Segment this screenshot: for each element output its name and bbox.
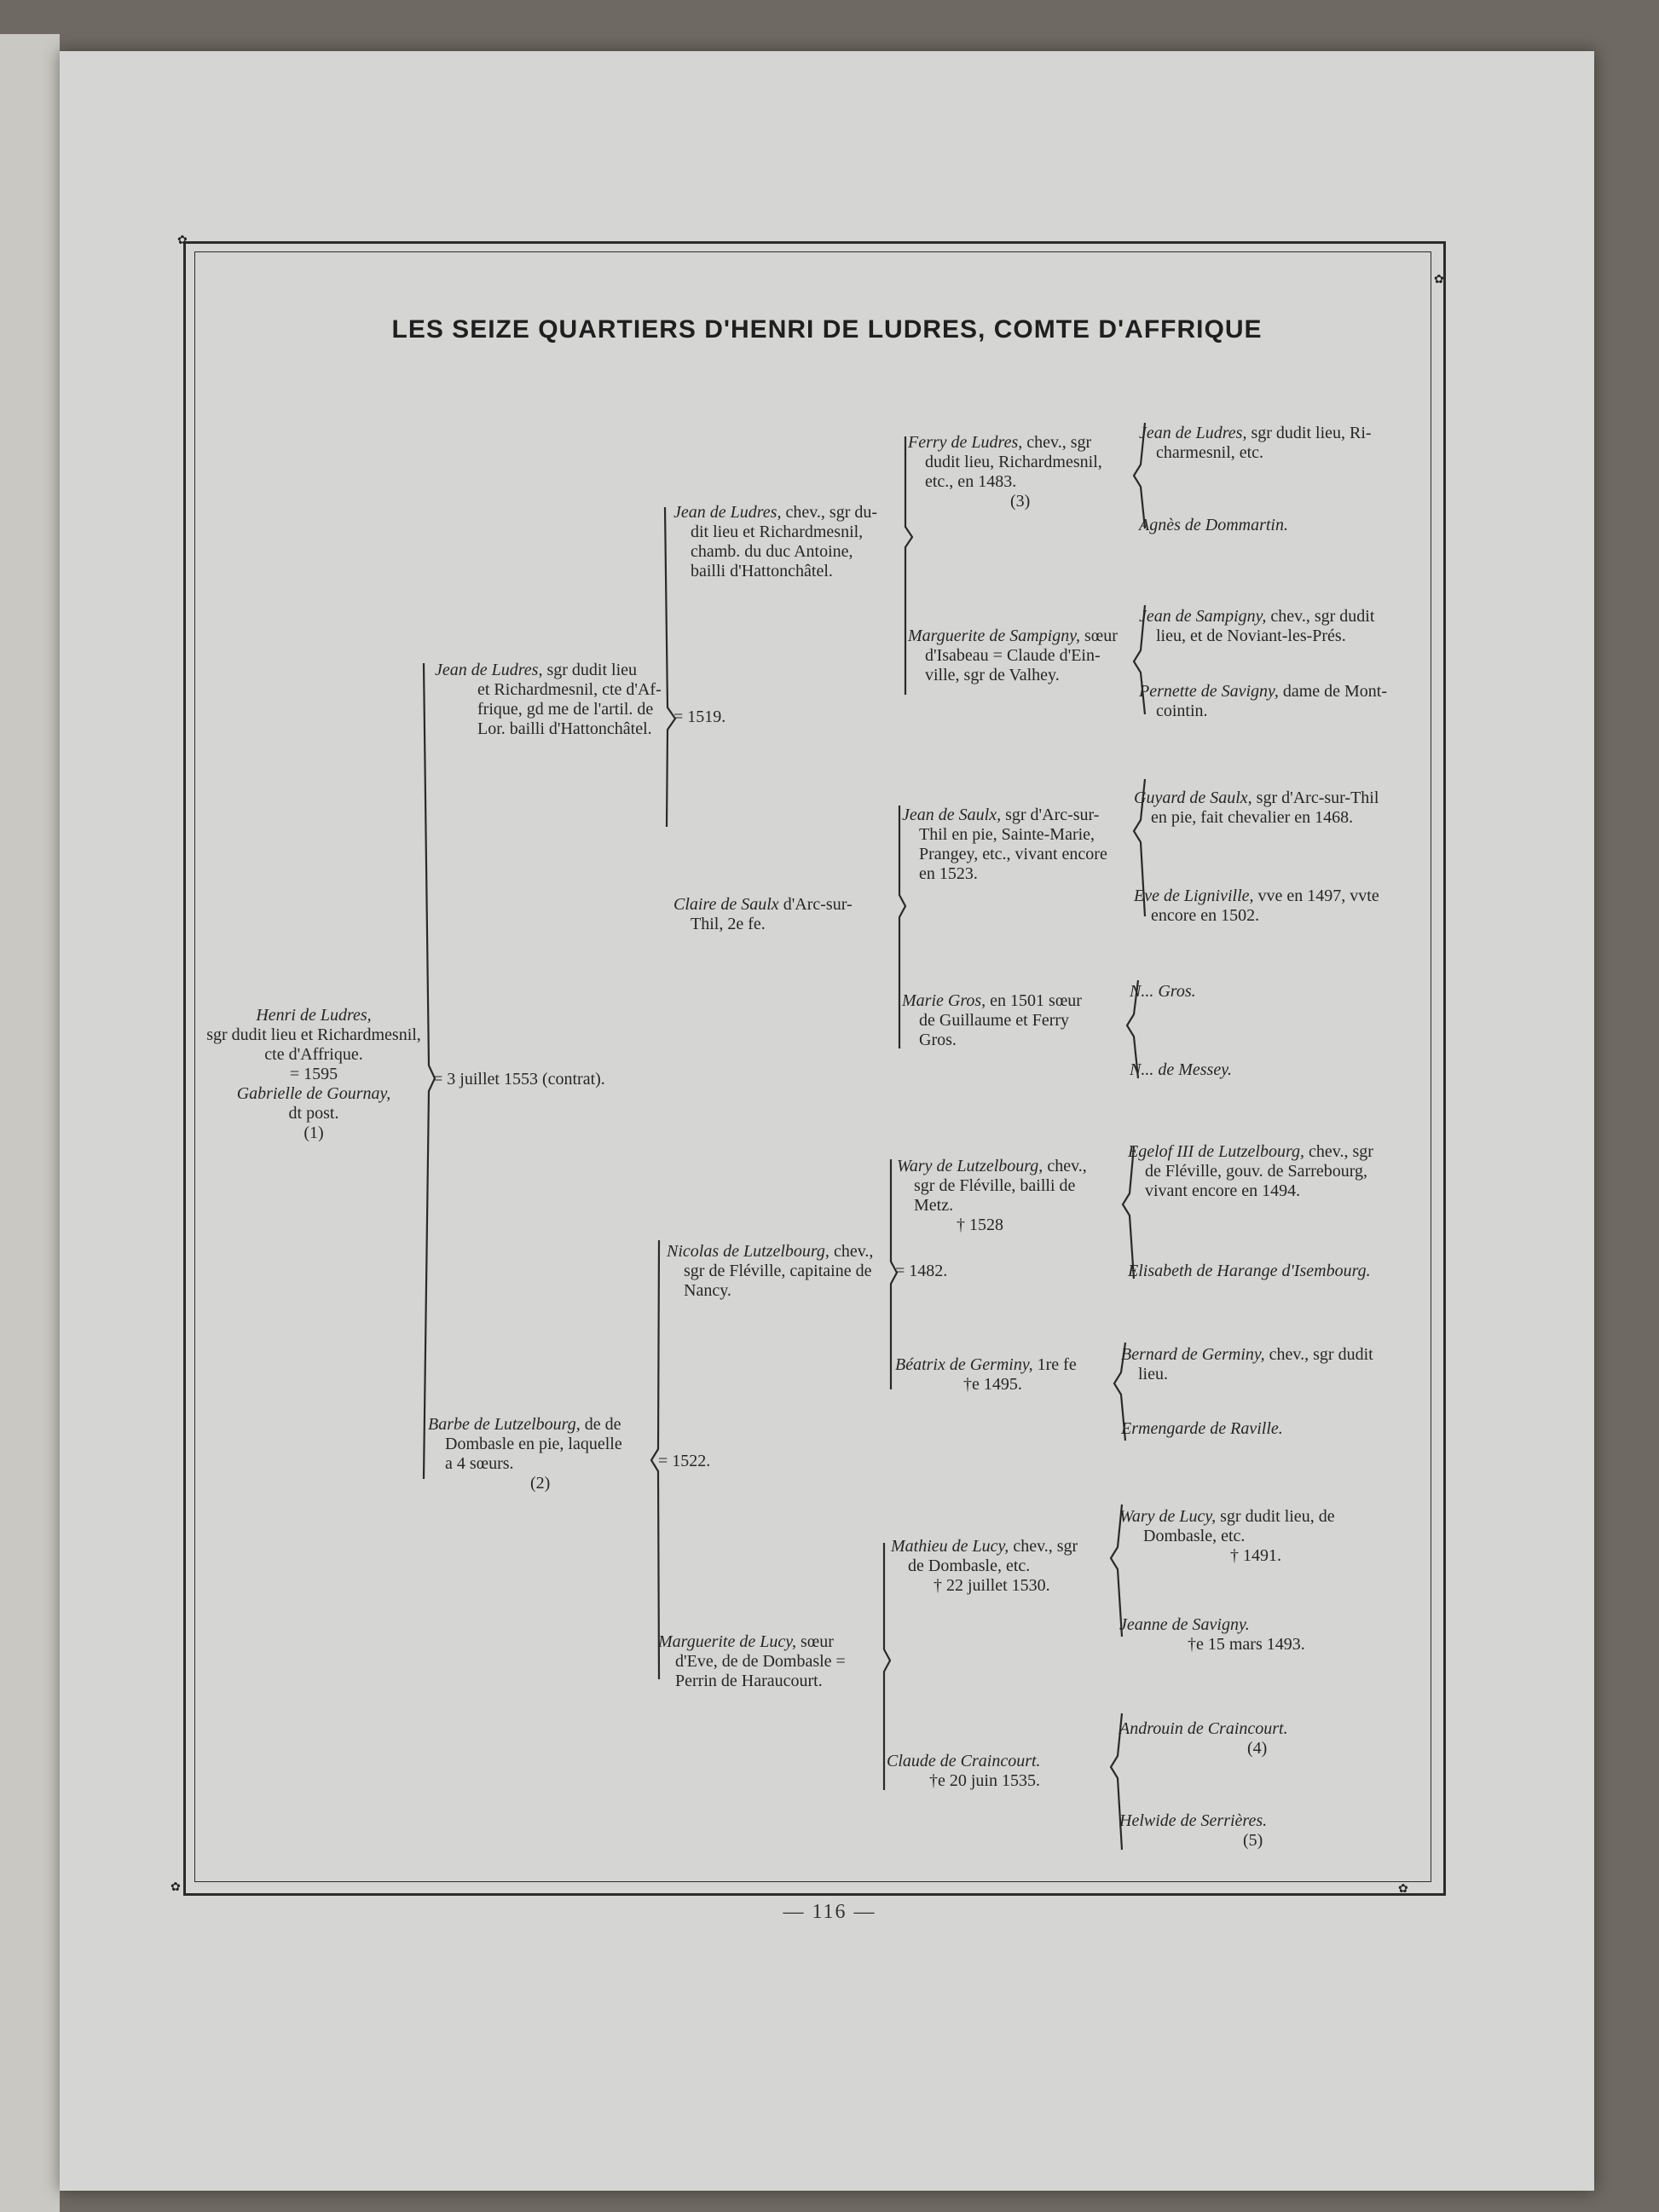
gen5-helwide-de-serrieres: Helwide de Serrières. (5) [1119, 1811, 1268, 1850]
gen4-marie-gros: Marie Gros, en 1501 sœur de Guillaume et… [902, 991, 1082, 1049]
brace-gen3-jean [904, 436, 914, 695]
book-page [60, 51, 1594, 2191]
gen5-egelof-de-lutzelbourg: Egelof III de Lutzelbourg, chev., sgr de… [1128, 1142, 1373, 1200]
page-title: LES SEIZE QUARTIERS D'HENRI DE LUDRES, C… [391, 315, 1263, 344]
marriage-1522: = 1522. [658, 1452, 711, 1470]
gen5-agnes-de-dommartin: Agnès de Dommartin. [1139, 516, 1288, 534]
gen5-n-de-messey: N... de Messey. [1130, 1060, 1232, 1079]
gen3-marguerite-de-lucy: Marguerite de Lucy, sœur d'Eve, de de Do… [658, 1632, 846, 1690]
page-frame-outer [183, 241, 1446, 1896]
gen2-barbe-de-lutzelbourg: Barbe de Lutzelbourg, de de Dombasle en … [428, 1415, 622, 1493]
gen5-jeanne-de-savigny: Jeanne de Savigny. †e 15 mars 1493. [1119, 1615, 1305, 1654]
marriage-1482: = 1482. [895, 1262, 948, 1280]
gen5-guyard-de-saulx: Guyard de Saulx, sgr d'Arc-sur-Thil en p… [1134, 788, 1379, 827]
page-number: — 116 — [783, 1901, 876, 1923]
gen5-ermengarde-de-raville: Ermengarde de Raville. [1121, 1419, 1283, 1438]
brace-gen1 [422, 662, 436, 1480]
gen4-marguerite-de-sampigny: Marguerite de Sampigny, sœur d'Isabeau =… [908, 627, 1118, 684]
gen2-jean-de-ludres: Jean de Ludres, sgr dudit lieu et Richar… [435, 661, 662, 738]
gen5-androuin-de-craincourt: Androuin de Craincourt. (4) [1119, 1719, 1288, 1758]
gen5-bernard-de-germiny: Bernard de Germiny, chev., sgr dudit lie… [1121, 1345, 1373, 1383]
marriage-1553: = 3 juillet 1553 (contrat). [433, 1070, 605, 1089]
gen4-beatrix-de-germiny: Béatrix de Germiny, 1re fe †e 1495. [895, 1355, 1077, 1394]
page-frame-inner [194, 251, 1431, 1882]
gen5-jean-de-sampigny: Jean de Sampigny, chev., sgr dudit lieu,… [1139, 607, 1375, 645]
brace-gen4-marie [1125, 979, 1140, 1079]
brace-gen3-marguerite [882, 1543, 892, 1790]
gen5-eve-de-ligniville: Eve de Ligniville, vve en 1497, vvte enc… [1134, 887, 1379, 925]
facing-page-edge [0, 34, 60, 2212]
brace-gen4-claude [1109, 1712, 1124, 1851]
gen4-ferry-de-ludres: Ferry de Ludres, chev., sgr dudit lieu, … [908, 433, 1102, 511]
corner-ornament-icon: ✿ [171, 1881, 181, 1894]
gen5-pernette-de-savigny: Pernette de Savigny, dame de Mont- coint… [1139, 682, 1388, 720]
gen5-elisabeth-de-harange: Elisabeth de Harange d'Isembourg. [1128, 1262, 1371, 1280]
gen3-nicolas-de-lutzelbourg: Nicolas de Lutzelbourg, chev., sgr de Fl… [667, 1242, 874, 1300]
gen4-wary-de-lutzelbourg: Wary de Lutzelbourg, chev., sgr de Flévi… [897, 1157, 1087, 1234]
brace-gen2-barbe [650, 1239, 661, 1680]
brace-gen3-nicolas [889, 1159, 899, 1389]
brace-gen4-mathieu [1109, 1504, 1124, 1637]
corner-ornament-icon: ✿ [1434, 274, 1444, 286]
gen3-claire-de-saulx: Claire de Saulx d'Arc-sur- Thil, 2e fe. [673, 895, 853, 933]
gen5-jean-de-ludres: Jean de Ludres, sgr dudit lieu, Ri- char… [1139, 424, 1372, 462]
brace-gen2-jean [663, 506, 677, 828]
brace-gen4-wary [1121, 1146, 1136, 1279]
marriage-1519: = 1519. [673, 707, 726, 726]
gen4-claude-de-craincourt: Claude de Craincourt. †e 20 juin 1535. [887, 1752, 1041, 1790]
gen4-jean-de-saulx: Jean de Saulx, sgr d'Arc-sur- Thil en pi… [902, 806, 1107, 883]
brace-gen4-beatrix [1113, 1342, 1127, 1441]
gen3-jean-de-ludres: Jean de Ludres, chev., sgr du- dit lieu … [673, 503, 878, 580]
gen5-n-gros: N... Gros. [1130, 982, 1196, 1001]
brace-gen4-marguerite [1132, 604, 1147, 715]
gen5-wary-de-lucy: Wary de Lucy, sgr dudit lieu, de Dombasl… [1119, 1507, 1335, 1565]
brace-gen4-ferry [1132, 422, 1147, 529]
corner-ornament-icon: ✿ [1398, 1883, 1408, 1896]
gen4-mathieu-de-lucy: Mathieu de Lucy, chev., sgr de Dombasle,… [891, 1537, 1078, 1595]
corner-ornament-icon: ✿ [177, 234, 188, 247]
brace-gen4-jean-saulx [1132, 778, 1147, 917]
brace-gen3-claire [898, 806, 907, 1048]
gen1-henri: Henri de Ludres, sgr dudit lieu et Richa… [206, 1006, 421, 1142]
